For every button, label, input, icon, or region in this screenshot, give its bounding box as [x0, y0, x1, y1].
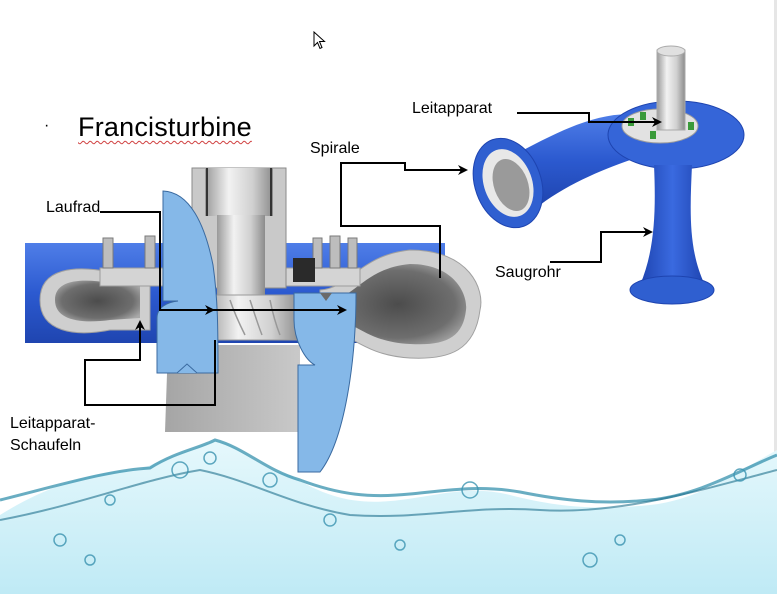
cover-bolts	[102, 235, 358, 269]
bearing-block	[293, 258, 315, 282]
label-leitapparat: Leitapparat	[412, 100, 493, 117]
shaft	[217, 215, 265, 305]
label-saugrohr: Saugrohr	[495, 264, 561, 281]
slide-title[interactable]: Francisturbine	[78, 112, 252, 142]
runner	[204, 294, 301, 341]
callout-lines	[84, 162, 468, 406]
turbine-cross-section	[25, 162, 482, 473]
runner-blades	[229, 299, 281, 336]
saugrohr-callout	[550, 227, 653, 263]
spirale-callout-to-render	[340, 162, 468, 278]
leitapparat-callout	[517, 112, 662, 127]
label-leitapparat-schaufeln-line1: Leitapparat-	[10, 415, 96, 432]
right-spiral-cavity	[330, 264, 467, 345]
leitapparat-schaufeln-callout	[84, 320, 216, 406]
label-leitapparat-schaufeln-line2: Schaufeln	[10, 437, 82, 454]
left-spiral-cavity	[55, 280, 140, 322]
shaft-upper	[205, 168, 273, 216]
slide-title-row: · Francisturbine	[44, 112, 252, 143]
label-laufrad: Laufrad	[46, 199, 101, 216]
water-splash-image	[0, 438, 777, 594]
turbine-3d-render	[472, 45, 745, 305]
mouse-pointer-icon	[313, 31, 326, 50]
label-spirale: Spirale	[310, 140, 360, 157]
overlay-shape-right	[293, 292, 357, 473]
laufrad-callout	[100, 211, 215, 315]
bullet-point: ·	[44, 117, 50, 134]
overlay-shape-left	[156, 190, 219, 374]
water-bubbles	[53, 451, 747, 568]
slide-right-edge	[774, 0, 777, 594]
